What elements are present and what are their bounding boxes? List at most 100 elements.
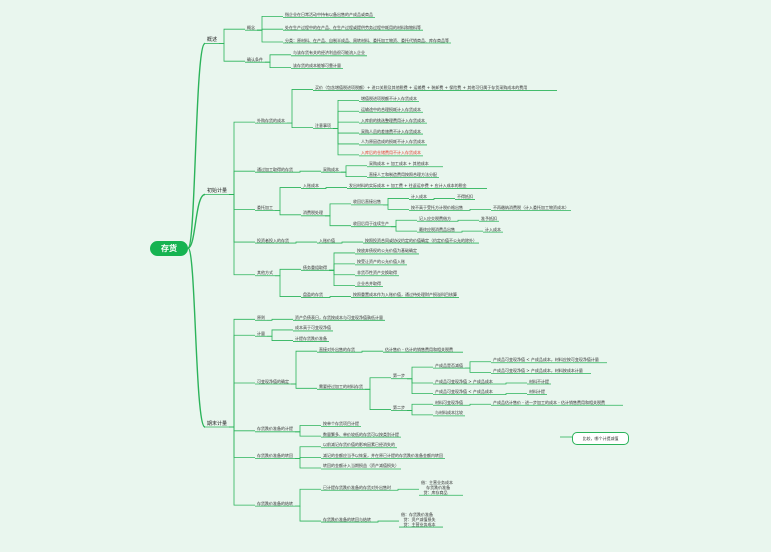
topic-node[interactable]: 采购成本 + 加工成本 + 其他成本 (369, 161, 429, 167)
topic-node[interactable]: 按照重置成本作为入账价值，通过待处理财产损溢科目核算 (353, 292, 457, 298)
topic-node[interactable]: 采购人员的差旅费不计入存货成本 (361, 128, 421, 134)
topic-node[interactable]: 第一步 (393, 373, 405, 379)
topic-node[interactable]: 不得抵扣 (457, 193, 473, 199)
connector-line (391, 219, 417, 228)
connector-line (357, 350, 383, 353)
topic-node[interactable]: 准予抵扣 (481, 215, 497, 221)
connector-line (429, 198, 455, 200)
topic-node[interactable]: 材料可变现净值 (435, 399, 463, 405)
topic-node[interactable]: 入账价值 (319, 237, 335, 243)
topic-node[interactable]: 其他方式 (257, 270, 273, 276)
connector-line (229, 194, 255, 210)
topic-node[interactable]: 产成品估计售价 - 进一步加工的成本 - 估计销售费用和相关税费 (493, 399, 605, 405)
topic-node[interactable]: 第二步 (393, 405, 405, 411)
topic-node[interactable]: 入库后的仓储费用不计入存货成本 (361, 150, 421, 156)
topic-node[interactable]: 成本高于可变现净值 (295, 325, 331, 331)
topic-node[interactable]: 发出材料的实际成本 + 加工费 + 往返运杂费 + 应计入成本的税金 (349, 183, 467, 189)
connector-line (333, 99, 359, 129)
topic-node[interactable]: 资产负债表日，存货按成本与可变现净值孰低计量 (295, 314, 383, 320)
topic-node[interactable]: 存货跌价准备的转回 (257, 452, 293, 458)
topic-node[interactable]: 材料计提 (529, 389, 545, 395)
topic-node[interactable]: 盘盈的存货 (303, 292, 323, 298)
topic-node[interactable]: 以前减记存货价值的影响因素已经消失的 (323, 442, 395, 448)
topic-node[interactable]: 注意事项 (315, 123, 331, 129)
connector-line (275, 268, 301, 277)
topic-node[interactable]: 买价（包含增值税进项税额）+ 进口关税及其他税费 + 运输费 + 装卸费 + 保… (315, 84, 528, 90)
topic-node[interactable]: 估计售价 - 估计的销售费用和相关税费 (385, 346, 453, 352)
topic-node[interactable]: 数量繁多、单价较低的存货可以按类别计提 (323, 431, 399, 437)
root-connector (187, 42, 206, 249)
topic-node[interactable]: 按受让资产的公允价值入账 (357, 259, 405, 265)
topic-node[interactable]: 存货跌价准备的计提 (257, 426, 293, 432)
topic-node[interactable]: 原则 (257, 314, 265, 320)
connector-line (257, 29, 283, 43)
topic-node[interactable]: 产成品可变现净值 > 产成品成本 (435, 378, 493, 384)
topic-node[interactable]: 确认条件 (247, 56, 263, 62)
connector-line (229, 170, 255, 195)
topic-node[interactable]: 投资者投入的存货 (257, 237, 289, 243)
topic-node[interactable]: 计提存货跌价准备 (295, 336, 327, 342)
topic-node[interactable]: 按放弃债权的公允价值为基础确定 (357, 248, 417, 254)
topic-node[interactable]: 材料不计提 (529, 378, 549, 384)
topic-node[interactable]: 企业合并取得 (357, 281, 381, 287)
topic-node[interactable]: 按单个存货项目计提 (323, 421, 359, 426)
topic-node[interactable]: 产成品可变现净值 < 产成品成本 (435, 389, 493, 395)
topic-node[interactable]: 已计提存货跌价准备的存货对外出售时 (323, 484, 391, 490)
branch-node[interactable]: 概述 (207, 37, 218, 43)
topic-node[interactable]: 收回后用于连续生产 (353, 221, 389, 227)
topic-node[interactable]: 按照投资合同或协议约定的价值确定（约定价值不公允的除外） (365, 237, 477, 243)
branch-node[interactable]: 期末计量 (207, 420, 228, 427)
topic-node[interactable]: 非货币性资产交换取得 (357, 270, 397, 276)
topic-node[interactable]: 处在生产过程中的在产品、在生产过程或提供劳务过程中耗用的材料和物料等 (285, 24, 421, 30)
topic-node[interactable]: 计入成本 (485, 226, 501, 232)
topic-node[interactable]: 分类：原材料、在产品、自制半成品、周转材料、委托加工物资、委托代销商品、库存商品… (285, 37, 449, 43)
topic-node[interactable]: 产成品是否减值 (435, 362, 463, 368)
root-node[interactable]: 存货 (150, 241, 188, 256)
topic-node[interactable]: 概念 (247, 24, 255, 30)
topic-node[interactable]: 需要经过加工的材料存货 (319, 383, 363, 389)
topic-node[interactable]: 采购成本 (323, 166, 339, 172)
topic-node[interactable]: 产成品可变现净值 < 产成品成本，材料应按可变现净值计量 (493, 357, 599, 363)
topic-node[interactable]: 存货跌价准备的结转 (257, 500, 293, 506)
branch-node[interactable]: 初始计量 (207, 188, 228, 194)
topic-node[interactable]: 入账成本 (303, 183, 319, 189)
connector-line (267, 335, 293, 341)
topic-node[interactable]: 转回的金额计入当期损益（资产减值损失） (323, 463, 399, 469)
topic-node[interactable]: 外购存货的成本 (257, 117, 285, 123)
connector-line (333, 121, 359, 129)
connector-line (407, 378, 433, 395)
topic-node[interactable]: 委托加工 (257, 204, 273, 210)
connector-line (465, 361, 491, 369)
topic-node[interactable]: 人为原因造成的损耗不计入存货成本 (361, 139, 425, 145)
topic-node[interactable]: 增值税进项税额不计入存货成本 (361, 95, 417, 101)
topic-node[interactable]: 存货跌价准备的转回与结转 (323, 516, 371, 522)
topic-node[interactable]: 记入应交税费借方 (419, 215, 451, 221)
topic-node[interactable]: 计入成本 (411, 193, 427, 199)
connector-line (295, 505, 321, 522)
topic-node[interactable]: 直接人工和制造费用按照合理方法分配 (369, 172, 437, 178)
topic-node[interactable]: 指企业在日常活动中持有以备出售的产成品或商品 (285, 11, 373, 17)
topic-node[interactable]: 不再缴纳消费税（计入委托加工物资成本） (493, 204, 569, 210)
topic-node[interactable]: 计量 (257, 330, 265, 336)
topic-node[interactable]: 产成品可变现净值 > 产成品成本，材料按成本计量 (493, 367, 583, 373)
topic-node[interactable]: 最终应税消费品出售 (419, 226, 455, 232)
topic-node[interactable]: 该存货的成本能够可靠计量 (293, 63, 341, 69)
connector-line (333, 128, 359, 145)
topic-node[interactable]: 减记的金额应当予以恢复，并在原已计提的存货跌价准备金额内转回 (323, 452, 443, 458)
topic-node[interactable]: 直接对外出售的存货 (319, 346, 355, 352)
topic-node[interactable]: 借：主营业务成本 存货跌价准备 贷：库存商品 (421, 479, 453, 495)
topic-node[interactable]: 与材料成本比较 (435, 410, 463, 416)
topic-node[interactable]: 收回后直接出售 (353, 199, 381, 205)
topic-node[interactable]: 运输途中的合理损耗计入存货成本 (361, 106, 421, 112)
topic-node[interactable]: 可变现净值的确定 (257, 378, 289, 384)
connector-line (465, 208, 491, 211)
topic-node[interactable]: 借：存货跌价准备 贷：资产减值损失 贷：主营业务成本 (401, 511, 436, 527)
topic-node[interactable]: 入库前的挑选整理费用计入存货成本 (361, 117, 425, 123)
topic-node[interactable]: 按不高于受托方计税价格出售 (411, 204, 463, 210)
topic-node[interactable]: 通过加工取得的存货 (257, 166, 293, 172)
topic-node[interactable]: 与该存货有关的经济利益很可能流入企业 (293, 50, 365, 56)
connector-line (407, 403, 433, 411)
topic-node[interactable]: 消费税处理 (303, 210, 323, 216)
topic-node[interactable]: 债务重组取得 (303, 264, 327, 270)
connector-line (295, 488, 321, 507)
